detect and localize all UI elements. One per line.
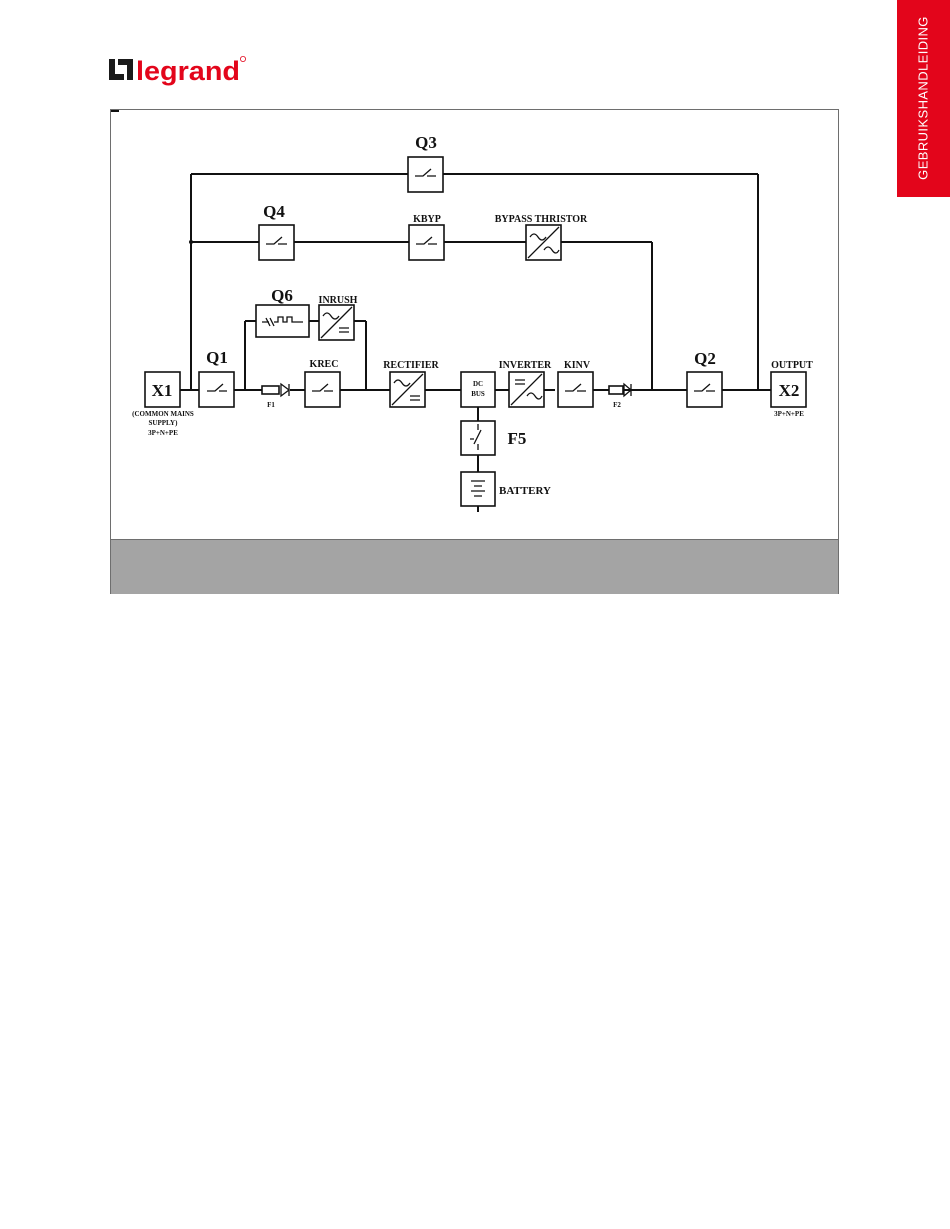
x1-label: X1 bbox=[152, 381, 173, 400]
q3-label: Q3 bbox=[415, 133, 437, 152]
krec-label: KREC bbox=[310, 359, 339, 370]
inverter-label: INVERTER bbox=[499, 360, 552, 371]
x2-note: 3P+N+PE bbox=[774, 410, 804, 418]
f1-fuse bbox=[262, 386, 279, 394]
x1-note-line-3: 3P+N+PE bbox=[148, 429, 178, 437]
dc-bus-label-line-1: DC bbox=[473, 380, 483, 388]
q6-label: Q6 bbox=[271, 286, 293, 305]
legrand-logo: legrand bbox=[108, 52, 248, 92]
figure-caption-bar bbox=[111, 539, 838, 594]
kinv-label: KINV bbox=[564, 360, 591, 371]
registered-mark bbox=[240, 56, 245, 61]
legrand-logo-mark bbox=[109, 59, 133, 80]
x2-label: X2 bbox=[779, 381, 800, 400]
legrand-wordmark: legrand bbox=[136, 56, 240, 86]
battery-label: BATTERY bbox=[499, 485, 551, 497]
section-tab-label: GEBRUIKSHANDLEIDING bbox=[916, 16, 931, 180]
x1-note-line-2: SUPPLY) bbox=[149, 419, 179, 427]
q2-label: Q2 bbox=[694, 349, 716, 368]
kbyp-label: KBYP bbox=[413, 214, 441, 225]
q4-label: Q4 bbox=[263, 202, 285, 221]
f1-diode-symbol bbox=[281, 384, 289, 396]
bypass-thyristor-label: BYPASS THRISTOR bbox=[495, 214, 588, 225]
junction-dot bbox=[189, 240, 193, 244]
dc-bus-label-line-2: BUS bbox=[471, 390, 485, 398]
rectifier-label: RECTIFIER bbox=[383, 360, 439, 371]
battery bbox=[461, 472, 495, 506]
f1-label: F1 bbox=[267, 401, 275, 409]
q1-label: Q1 bbox=[206, 348, 228, 367]
output-label: OUTPUT bbox=[771, 360, 813, 371]
section-tab: GEBRUIKSHANDLEIDING bbox=[897, 0, 950, 197]
f5-label: F5 bbox=[508, 429, 527, 448]
f2-label: F2 bbox=[613, 401, 621, 409]
ups-block-diagram: X1 (COMMON MAINS SUPPLY) 3P+N+PE Q1 F1 K… bbox=[110, 109, 839, 594]
diagram-canvas: X1 (COMMON MAINS SUPPLY) 3P+N+PE Q1 F1 K… bbox=[111, 110, 838, 593]
f2-fuse bbox=[609, 386, 623, 394]
x1-note-line-1: (COMMON MAINS bbox=[132, 410, 194, 418]
